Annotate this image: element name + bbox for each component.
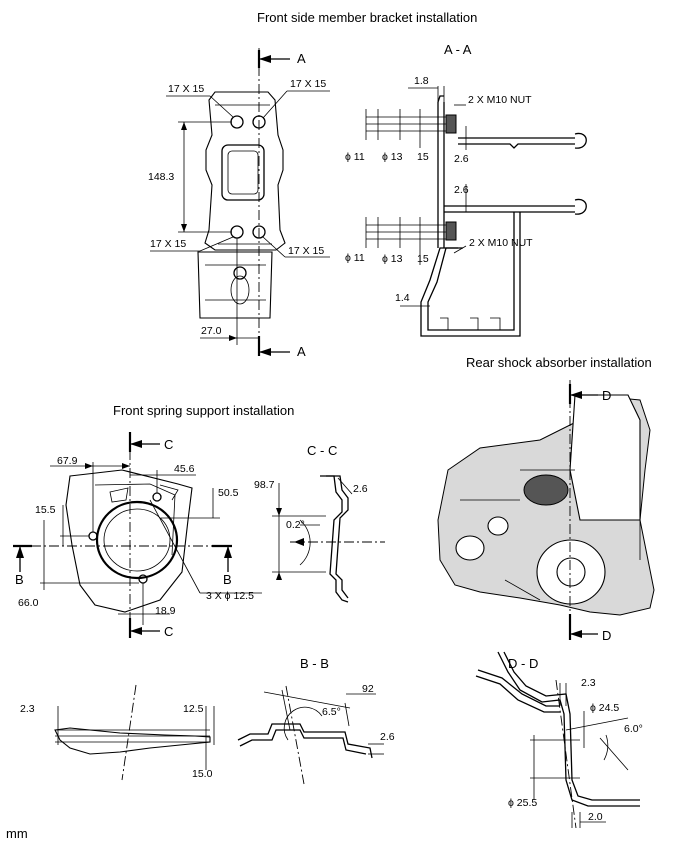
bracket-offset-dim: 27.0: [201, 325, 222, 337]
aa-dimension: 2.6: [454, 184, 469, 196]
bracket-hole-label: 17 X 15: [150, 238, 186, 250]
section-cc-view: [272, 475, 385, 603]
bb-angle: 6.5°: [322, 706, 341, 718]
section-marker: D: [602, 388, 611, 403]
section-title: A - A: [444, 42, 472, 57]
aa-dimension: 1.4: [395, 292, 410, 304]
spring-dimension: 18.9: [155, 605, 176, 617]
section-aa-view: [365, 86, 587, 337]
cc-angle: 0.2°: [286, 519, 305, 531]
rear-shock-view: [437, 380, 655, 640]
title-spring-support: Front spring support installation: [113, 403, 294, 418]
section-title: C - C: [307, 443, 337, 458]
aa-dimension: ϕ 13: [382, 151, 403, 163]
dd-dimension: 2.0: [588, 811, 603, 823]
section-marker: C: [164, 624, 173, 639]
cc-dimension: 2.6: [353, 483, 368, 495]
aa-dimension: 1.8: [414, 75, 429, 87]
bracket-hole-label: 17 X 15: [168, 83, 204, 95]
spring-support-view: [13, 432, 262, 638]
dd-dimension: 2.3: [581, 677, 596, 689]
aa-nut-label: 2 X M10 NUT: [468, 94, 532, 106]
title-rear-shock: Rear shock absorber installation: [466, 355, 652, 370]
aa-dimension: ϕ 13: [382, 253, 403, 265]
title-bracket: Front side member bracket installation: [257, 10, 477, 25]
aa-dimension: 15: [417, 151, 429, 163]
section-marker: A: [297, 51, 306, 66]
bb-dimension: 92: [362, 683, 374, 695]
spring-dimension: 66.0: [18, 597, 39, 609]
spring-dimension: 67.9: [57, 455, 78, 467]
cc-dimension: 98.7: [254, 479, 275, 491]
spring-dimension: 50.5: [218, 487, 239, 499]
section-marker: B: [223, 572, 232, 587]
bracket-height-dim: 148.3: [148, 171, 174, 183]
dd-dimension: ϕ 25.5: [508, 797, 537, 809]
aa-dimension: 2.6: [454, 153, 469, 165]
spring-side-view: [54, 684, 215, 781]
section-marker: C: [164, 437, 173, 452]
dd-angle: 6.0°: [624, 723, 643, 735]
bb-dimension: 2.6: [380, 731, 395, 743]
bb-side-dimension: 15.0: [192, 768, 213, 780]
bb-side-dimension: 2.3: [20, 703, 35, 715]
spring-dimension: 45.6: [174, 463, 195, 475]
bracket-front-view: [150, 48, 330, 356]
section-marker: B: [15, 572, 24, 587]
aa-dimension: 15: [417, 253, 429, 265]
aa-dimension: ϕ 11: [345, 252, 365, 264]
bracket-hole-label: 17 X 15: [288, 245, 324, 257]
section-dd-view: [475, 651, 640, 829]
section-marker: D: [602, 628, 611, 643]
aa-dimension: ϕ 11: [345, 151, 365, 163]
spring-dimension: 15.5: [35, 504, 56, 516]
dd-dimension: ϕ 24.5: [590, 702, 619, 714]
section-title: D - D: [508, 656, 538, 671]
bracket-hole-label: 17 X 15: [290, 78, 326, 90]
unit-label: mm: [6, 826, 28, 841]
section-bb-view: [237, 685, 384, 785]
section-marker: A: [297, 344, 306, 359]
spring-holes-label: 3 X ϕ 12.5: [206, 590, 254, 602]
bb-side-dimension: 12.5: [183, 703, 204, 715]
aa-nut-label: 2 X M10 NUT: [469, 237, 533, 249]
section-title: B - B: [300, 656, 329, 671]
